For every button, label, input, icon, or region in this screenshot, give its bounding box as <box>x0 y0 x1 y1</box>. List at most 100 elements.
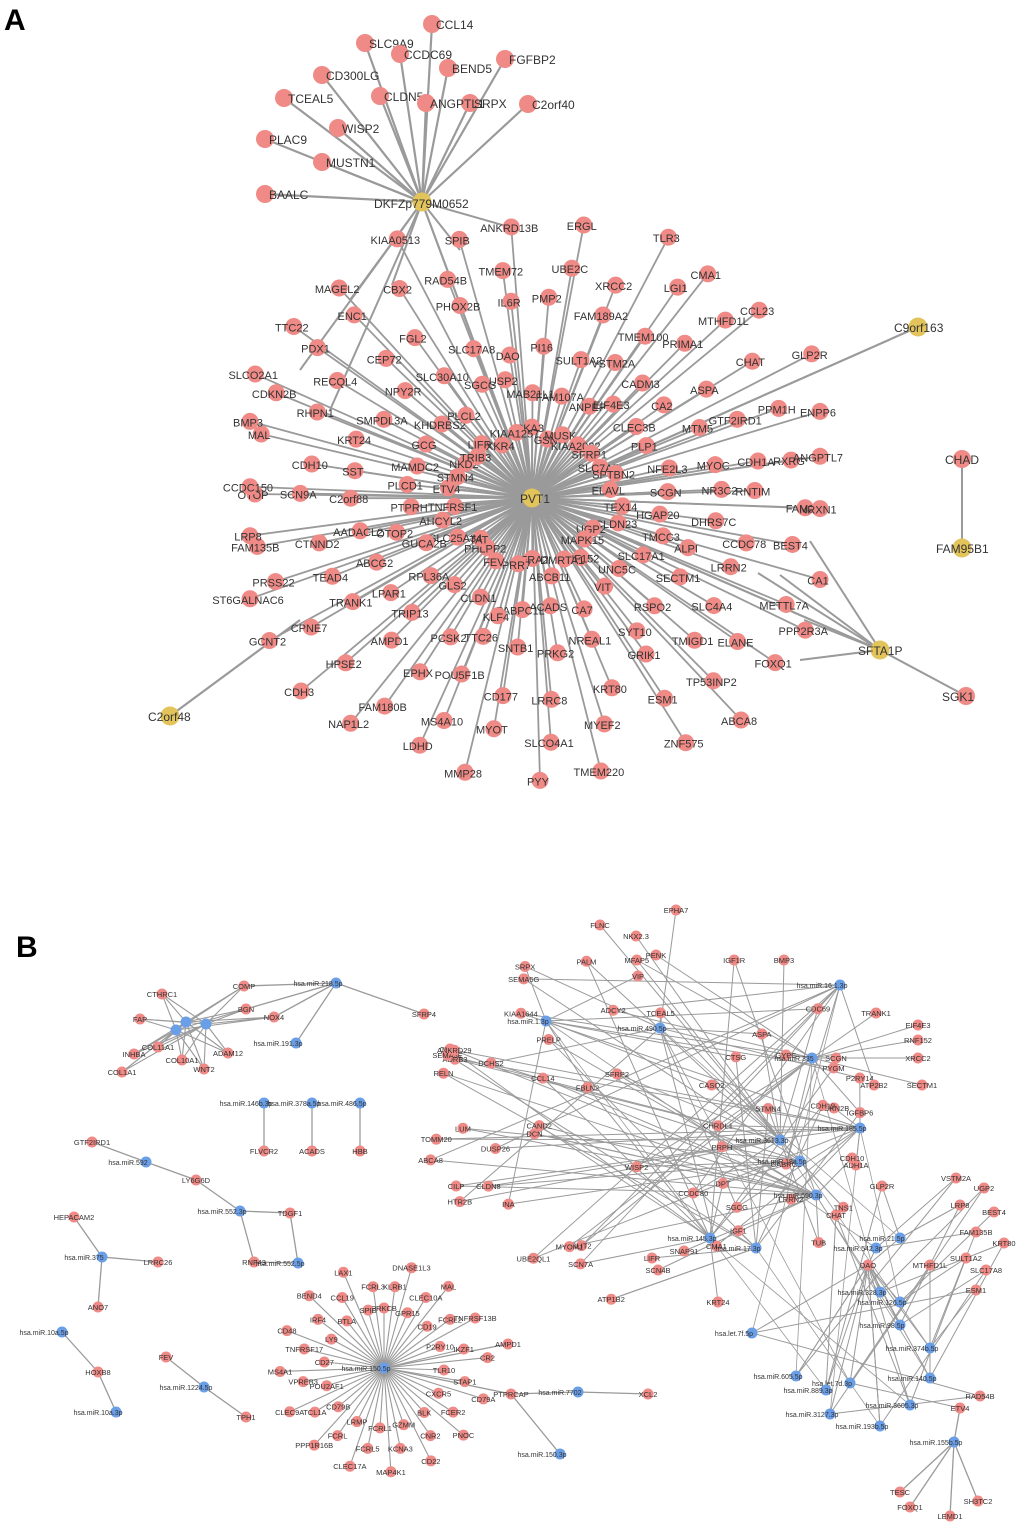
node-lrp8[interactable]: LRP8 <box>951 1199 970 1211</box>
node-myoc[interactable]: MYOC <box>697 456 730 474</box>
node-clec3b[interactable]: CLEC3B <box>613 418 656 436</box>
node-fam180b[interactable]: FAM180B <box>359 697 407 715</box>
node-dhrs7c[interactable]: DHRS7C <box>691 512 736 530</box>
node-mal[interactable]: MAL <box>441 1280 456 1292</box>
node-dnase1l3[interactable]: DNASE1L3 <box>392 1262 431 1274</box>
node-dao[interactable]: DAO <box>860 1259 876 1271</box>
node-bend4[interactable]: BEND4 <box>297 1290 322 1302</box>
node-ptprh[interactable]: PTPRH <box>390 498 428 516</box>
node-glp2r[interactable]: GLP2R <box>870 1180 895 1192</box>
node-cd19[interactable]: CD19 <box>418 1320 437 1332</box>
node-adam12[interactable]: ADAM12 <box>213 1047 243 1059</box>
node-gypc[interactable]: GYPC <box>775 1049 797 1061</box>
node-lrrn2[interactable]: LRRN2 <box>779 1193 804 1205</box>
node-cdh10[interactable]: CDH10 <box>292 455 328 473</box>
node-cdkn2b[interactable]: CDKN2B <box>252 384 297 402</box>
node-hsa-mir-193b-5p[interactable]: hsa.miR.193b.5p <box>836 1420 889 1432</box>
node-cldn8[interactable]: CLDN8 <box>476 1180 501 1192</box>
node-hpse2[interactable]: HPSE2 <box>326 654 362 672</box>
node-blk[interactable]: BLK <box>417 1406 431 1418</box>
node-nap1l2[interactable]: NAP1L2 <box>328 714 369 732</box>
node-irf4[interactable]: IRF4 <box>310 1313 326 1325</box>
node-syt10[interactable]: SYT10 <box>618 622 652 640</box>
node-tnfrsf13b[interactable]: TNFRSF13B <box>454 1312 497 1324</box>
node-magel2[interactable]: MAGEL2 <box>315 279 360 297</box>
node-tnfrsf1[interactable]: TNFRSF1 <box>428 497 478 515</box>
node-kiaa1644[interactable]: KIAA1644 <box>504 1007 538 1019</box>
node-ano7[interactable]: ANO7 <box>88 1301 108 1313</box>
node-ms4a10[interactable]: MS4A10 <box>421 712 463 730</box>
node-hsa-mir-126-5p[interactable]: hsa.miR.126.5p <box>857 1296 907 1308</box>
node-ina[interactable]: INA <box>502 1198 515 1210</box>
node-mamdc2[interactable]: MAMDC2 <box>391 457 439 475</box>
node-cbx2[interactable]: CBX2 <box>383 280 412 298</box>
node-angptl7[interactable]: ANGPTL7 <box>793 447 843 465</box>
node-elane[interactable]: ELANE <box>717 632 754 650</box>
node-tead4[interactable]: TEAD4 <box>313 567 348 585</box>
node-hsa-mir-18a-5p[interactable]: hsa.miR.18a.5p <box>757 1155 807 1167</box>
node-ikzf1[interactable]: IKZF1 <box>454 1343 474 1355</box>
node-hsa-mir-218-5p[interactable]: hsa.miR.218.5p <box>293 977 343 989</box>
node-fam135b[interactable]: FAM135B <box>960 1226 993 1238</box>
node-bmp3[interactable]: BMP3 <box>233 412 263 430</box>
node-gabrg2[interactable]: GABRG2 <box>770 1158 802 1170</box>
node-sectm1[interactable]: SECTM1 <box>656 568 701 586</box>
node-aadacl2[interactable]: AADACL2 <box>333 522 383 540</box>
node-flnc[interactable]: FLNC <box>590 919 610 931</box>
node-hsa-mir-592[interactable]: hsa.miR.592 <box>108 1156 152 1168</box>
node-dao[interactable]: DAO <box>496 346 520 364</box>
node-cdh19[interactable]: CDH19 <box>810 1099 835 1111</box>
node-ahcyl2[interactable]: AHCYL2 <box>419 511 462 529</box>
node-fgfbp2[interactable]: FGFBP2 <box>496 50 556 68</box>
node-gls2[interactable]: GLS2 <box>438 576 467 594</box>
node-palm[interactable]: PALM <box>577 955 597 967</box>
node-st6galnac6[interactable]: ST6GALNAC6 <box>212 590 284 608</box>
node-spib[interactable]: SPIB <box>360 1304 377 1316</box>
node-hsa-mir-7702[interactable]: hsa.miR.7702 <box>538 1386 584 1398</box>
node-stap1[interactable]: STAP1 <box>453 1376 476 1388</box>
node-guca2b[interactable]: GUCA2B <box>402 534 447 552</box>
node-cdkn2b[interactable]: CDKN2B <box>819 1102 849 1114</box>
node-mustn1[interactable]: MUSTN1 <box>313 153 376 171</box>
node-kiaa0513[interactable]: KIAA0513 <box>371 230 421 248</box>
node-mab21l1[interactable]: MAB21L1 <box>506 384 555 402</box>
node-mapk15[interactable]: MAPK15 <box>561 530 604 548</box>
node-igf1r[interactable]: IGF1R <box>723 954 746 966</box>
node-scgn[interactable]: SCGN <box>825 1052 847 1064</box>
node-cr2[interactable]: CR2 <box>480 1352 495 1364</box>
node-cpne7[interactable]: CPNE7 <box>291 618 328 636</box>
node-trib3[interactable]: TRIB3 <box>460 448 491 466</box>
node-fap[interactable]: FAP <box>133 1013 147 1025</box>
node-tceal5[interactable]: TCEAL5 <box>646 1007 675 1019</box>
node-klrb1[interactable]: KLRB1 <box>383 1281 407 1293</box>
node-pou5f1b[interactable]: POU5F1B <box>435 665 485 683</box>
node-gpr15[interactable]: GPR15 <box>395 1307 420 1319</box>
node-hsa-mir-10a-5p[interactable]: hsa.miR.10a.5p <box>19 1326 69 1338</box>
node-xrcc2[interactable]: XRCC2 <box>595 276 632 294</box>
node-ctnnd2[interactable]: CTNND2 <box>295 534 340 552</box>
node-adcy2[interactable]: ADCY2 <box>601 1004 626 1016</box>
node-lax1[interactable]: LAX1 <box>334 1266 353 1278</box>
node-pvt1[interactable]: PVT1 <box>520 488 550 508</box>
node-khdrbs2[interactable]: KHDRBS2 <box>414 415 466 433</box>
node-p2ry14[interactable]: P2RY14 <box>846 1072 874 1084</box>
node-usp2[interactable]: USP2 <box>489 371 518 389</box>
node-tp53inp2[interactable]: TP53INP2 <box>686 672 737 690</box>
node-c2orf40[interactable]: C2orf40 <box>519 95 575 113</box>
node-scn4b[interactable]: SCN4B <box>645 1264 671 1276</box>
node-ube2ql1[interactable]: UBE2QL1 <box>517 1252 551 1264</box>
node-ptprcap[interactable]: PTPRCAP <box>493 1388 529 1400</box>
node-vpreb3[interactable]: VPREB3 <box>288 1376 318 1388</box>
node-xkr4[interactable]: XKR4 <box>486 436 515 454</box>
node-epha7[interactable]: EPHA7 <box>664 904 689 916</box>
node-abcb11[interactable]: ABCB11 <box>529 567 570 585</box>
node-hgap20[interactable]: HGAP20 <box>636 505 679 523</box>
node-slc25a34[interactable]: SLC25A34 <box>429 528 482 546</box>
node-musk[interactable]: MUSK <box>545 426 577 444</box>
node-etv4[interactable]: ETV4 <box>951 1402 970 1414</box>
node-gsn[interactable]: GSN <box>534 430 558 448</box>
node-trank1[interactable]: TRANK1 <box>861 1007 891 1019</box>
node-bend5[interactable]: BEND5 <box>439 59 492 77</box>
node-ampd1[interactable]: AMPD1 <box>495 1338 521 1350</box>
node-il6r[interactable]: IL6R <box>497 292 521 310</box>
